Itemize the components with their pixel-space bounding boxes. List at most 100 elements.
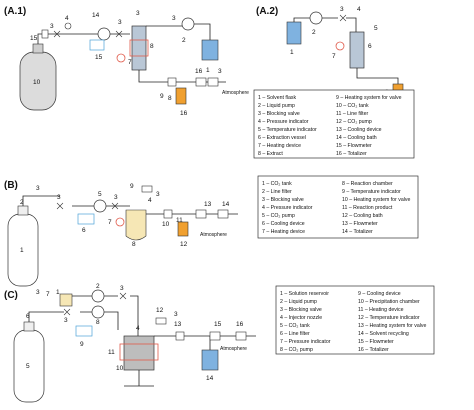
legend-b-item: 12 – Cooling bath [342,213,383,219]
label-c-2: 2 [96,283,100,290]
liquid-pump-c [91,289,105,303]
legend-c-item: 3 – Blocking valve [280,307,322,313]
temperature-indicator-b [141,185,153,193]
co2-line-a1 [37,33,130,44]
heating-system-valve-a1 [167,77,177,87]
label-c-9: 9 [80,341,84,348]
legend-c-item: 12 – Temperature indicator [358,315,420,321]
solvent-flask-a2 [286,21,302,45]
legend-c-item: 1 – Solution reservoir [280,291,329,297]
label-b-2: 2 [20,199,24,206]
label-a1-12: 14 [92,12,100,19]
temperature-indicator-a1 [116,53,126,63]
label-b-8: 8 [132,241,136,248]
flowmeter-b [195,209,207,219]
label-a1-3c: 3 [136,10,140,17]
legend-c-item: 4 – Injector nozzle [280,315,322,321]
label-a1-16: 3 [218,68,222,75]
label-c-13: 13 [174,321,182,328]
label-a1-5: 7 [128,59,132,66]
legend-a-item: 8 – Extract [258,151,283,157]
label-a1-14: 16 [180,110,188,117]
legend-a-item: 10 – CO₂ tank [336,103,369,109]
legend-c-item: 14 – Solvent recycling [358,331,409,337]
label-b-3a: 3 [36,185,40,192]
legend-b-item: 5 – CO₂ pump [262,213,295,219]
legend-a-item: 1 – Solvent flask [258,95,296,101]
temperature-indicator-c [155,317,167,325]
label-a1-8: 8 [168,95,172,102]
label-a1-15: 16 [195,68,203,75]
legend-b-item: 6 – Cooling device [262,221,305,227]
label-a1-3a: 3 [50,23,54,30]
label-a1-3b: 3 [118,19,122,26]
legend-a-item: 4 – Pressure indicator [258,119,309,125]
label-b-3c: 3 [114,194,118,201]
label-b-4: 4 [148,197,152,204]
co2-tank-c [13,321,45,403]
label-a1-4: 4 [65,15,69,22]
legend-c [275,285,435,355]
atmosphere-label-b: Atmosphere [200,232,227,238]
label-a1-3d: 3 [172,15,176,22]
extraction-vessel-a1 [131,25,147,71]
flowmeter-c [209,331,221,341]
co2-pump-b [93,199,107,213]
label-c-8: 8 [96,319,100,326]
panel-label-b: (B) [4,180,18,191]
label-c-3b: 3 [64,317,68,324]
legend-b-item: 11 – Reaction product [342,205,393,211]
label-c-11: 11 [108,349,115,356]
co2-pump-a1 [97,27,111,41]
panel-label-a2: (A.2) [256,6,278,17]
legend-c-item: 2 – Liquid pump [280,299,317,305]
legend-c-item: 13 – Heating system for valve [358,323,426,329]
totalizer-c [235,331,247,341]
label-a2-5: 5 [374,25,378,32]
valve-a1-b [115,30,123,38]
heating-device-a1 [129,39,149,57]
label-a1-1: 1 [206,67,210,74]
label-c-15: 15 [214,321,222,328]
label-b-6: 6 [82,227,86,234]
valve-b-a [56,202,64,210]
legend-c-item: 10 – Precipitation chamber [358,299,420,305]
co2-tank-a1 [19,43,57,111]
liquid-pump-a2 [309,11,323,25]
legend-b [257,175,419,239]
legend-c-item: 7 – Pressure indicator [280,339,331,345]
label-c-3c: 3 [120,285,124,292]
label-b-11: 11 [176,217,183,224]
reaction-product-b [177,221,189,237]
heating-device-c [119,343,159,361]
valve-c-a [63,308,71,316]
label-a1-2: 2 [182,37,186,44]
label-c-3d: 3 [174,311,178,318]
legend-a-item: 5 – Temperature indicator [258,127,317,133]
cooling-device-b [77,213,95,225]
legend-b-item: 2 – Line filter [262,189,292,195]
legend-a-item: 6 – Extraction vessel [258,135,306,141]
heating-system-valve-c [175,331,185,341]
legend-b-item: 8 – Reaction chamber [342,181,393,187]
legend-b-item: 13 – Flowmeter [342,221,378,227]
label-b-5: 5 [98,191,102,198]
legend-a-item: 11 – Line filter [336,111,368,117]
legend-a-item: 2 – Liquid pump [258,103,295,109]
flowmeter-a1 [195,77,207,87]
legend-a-item: 13 – Cooling device [336,127,382,133]
legend-c-item: 9 – Cooling device [358,291,401,297]
drain-line-c [124,370,154,387]
heating-device-b [115,217,125,227]
label-c-5: 5 [26,363,30,370]
label-a1-tank: 10 [33,79,41,86]
co2-pump-c [91,305,105,319]
valve-b-b [111,202,119,210]
label-c-14: 14 [206,375,214,382]
solution-reservoir-c [59,293,73,307]
legend-b-item: 3 – Blocking valve [262,197,304,203]
solvent-line-a1 [146,23,211,40]
heating-system-valve-b [163,209,173,219]
legend-a-item: 14 – Cooling bath [336,135,377,141]
